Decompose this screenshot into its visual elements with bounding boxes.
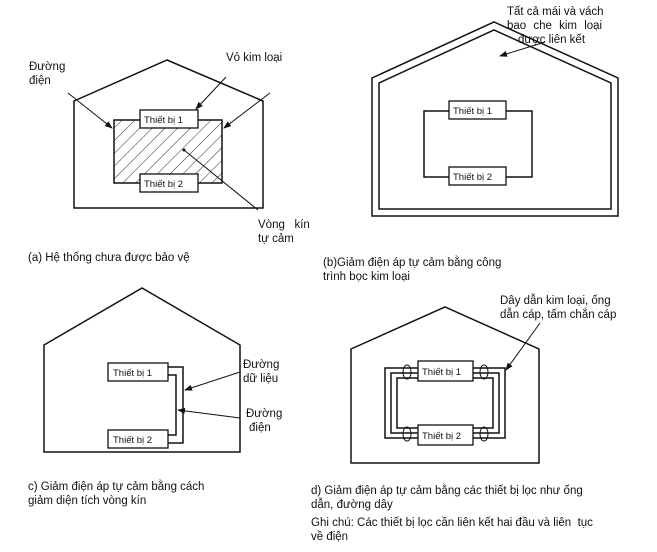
caption-d: d) Giảm điện áp tự cảm bằng các thiết bị…: [311, 484, 583, 497]
leader-line: [505, 322, 541, 371]
svg-text:Thiết bị 1: Thiết bị 1: [453, 106, 492, 117]
device-2-box: Thiết bị 2: [448, 166, 507, 186]
caption-b: (b)Giảm điện áp tự cảm bằng công: [323, 256, 501, 269]
label-data-line: dữ liệu: [243, 373, 278, 385]
power-line: [168, 374, 177, 436]
device-1-box: Thiết bị 1: [107, 362, 169, 382]
device-1-box: Thiết bị 1: [139, 109, 199, 129]
device-2-box: Thiết bị 2: [139, 173, 199, 193]
panel-a: Thiết bị 1 Thiết bị 2 Đường điện Vỏ kim …: [28, 52, 310, 264]
device-1-box: Thiết bị 1: [417, 360, 474, 382]
caption-d: dẫn, đường dây: [311, 498, 393, 511]
caption-c: giảm diện tích vòng kín: [28, 495, 146, 507]
label-bonded: Tất cả mái và vách: [507, 6, 604, 18]
building-inner: [378, 29, 612, 210]
leader-line: [195, 76, 227, 110]
label-shield: dẫn cáp, tấm chắn cáp: [500, 308, 616, 321]
leader-line: [67, 92, 113, 129]
label-power-line: Đường: [246, 408, 282, 420]
svg-text:Thiết bị 2: Thiết bị 2: [144, 179, 183, 190]
leader-line: [177, 407, 241, 419]
device-2-box: Thiết bị 2: [107, 429, 169, 449]
leader-line: [223, 92, 271, 129]
label-loop: tự cảm: [258, 233, 294, 245]
panel-c: Thiết bị 1 Thiết bị 2 Đường dữ liệu Đườn…: [28, 287, 282, 507]
panel-b: Thiết bị 1 Thiết bị 2 Tất cả mái và vách…: [323, 6, 619, 283]
svg-text:Thiết bị 1: Thiết bị 1: [113, 368, 152, 379]
svg-text:Thiết bị 1: Thiết bị 1: [422, 367, 461, 378]
leader-line: [499, 41, 546, 57]
device-1-box: Thiết bị 1: [448, 100, 507, 120]
svg-text:Thiết bị 2: Thiết bị 2: [113, 435, 152, 446]
filter-rings: [402, 364, 489, 442]
data-line: [168, 366, 184, 444]
label-metal-casing: Vỏ kim loại: [226, 52, 282, 64]
device-2-box: Thiết bị 2: [417, 424, 474, 446]
label-data-line: Đường: [243, 359, 279, 371]
label-shield: Dây dẫn kim loại, ống: [500, 294, 611, 307]
svg-text:Thiết bị 2: Thiết bị 2: [422, 431, 461, 442]
label-bonded: được liên kết: [518, 34, 586, 46]
note-d: về điện: [311, 531, 348, 543]
label-power-line: Đường: [29, 61, 65, 73]
label-bonded: bao che kim loại: [507, 20, 602, 32]
shield-mid: [390, 372, 500, 434]
leader-line: [184, 371, 241, 391]
note-d: Ghi chú: Các thiết bị lọc cần liên kết h…: [311, 517, 593, 529]
caption-c: c) Giảm điện áp tự cảm bằng cách: [28, 480, 204, 493]
building-outline: [73, 59, 264, 209]
panel-d: Thiết bị 1 Thiết bị 2 Dây dẫn kim loại, …: [311, 294, 616, 543]
building-outer: [371, 21, 619, 217]
svg-text:Thiết bị 1: Thiết bị 1: [144, 115, 183, 126]
building-outline: [350, 306, 540, 464]
label-power-line: điện: [29, 75, 51, 87]
caption-b: trình bọc kim loại: [323, 271, 410, 283]
svg-text:Thiết bị 2: Thiết bị 2: [453, 172, 492, 183]
building-outline: [43, 287, 241, 453]
caption-a: (a) Hệ thống chưa được bảo vệ: [28, 252, 190, 264]
label-power-line: điện: [249, 422, 271, 434]
label-loop: Vòng kín: [258, 219, 310, 231]
leader-line: [183, 149, 259, 211]
conductor-inner: [396, 377, 494, 429]
